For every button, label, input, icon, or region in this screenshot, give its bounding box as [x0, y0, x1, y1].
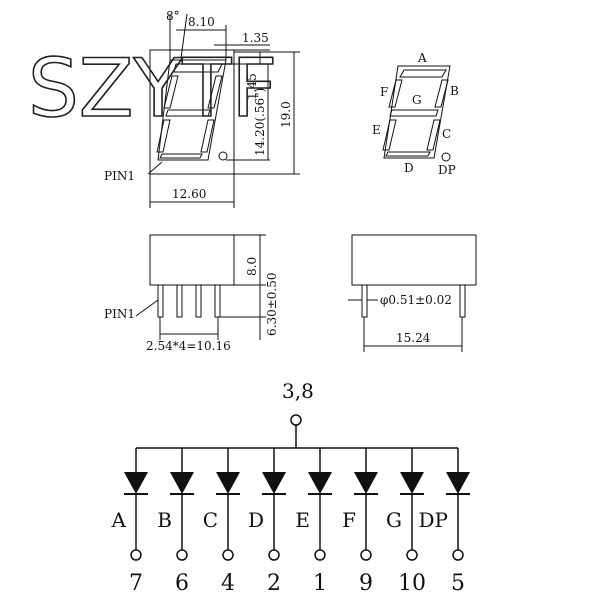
diode-branch-d: D2	[248, 448, 286, 596]
pin-number: 2	[267, 571, 281, 596]
diode-icon	[124, 472, 148, 494]
diode-branch-dp: DP 5	[419, 448, 470, 596]
end-pin-right	[459, 284, 466, 318]
side-height-label: 8.0	[245, 257, 259, 276]
segment-label: F	[342, 508, 356, 532]
segment-map-outline	[383, 65, 451, 159]
side-pin-length-label: 6.30±0.50	[265, 273, 279, 337]
seg-label-d: D	[404, 161, 414, 175]
segment-label: E	[295, 508, 310, 532]
digit-outline	[157, 59, 227, 161]
segment-label: A	[111, 508, 127, 532]
diode-branch-e: E1	[295, 448, 332, 596]
side-pin1-label: PIN1	[104, 307, 135, 321]
pin-terminal	[268, 549, 280, 561]
front-view-body	[149, 49, 235, 175]
segment-label: B	[157, 508, 172, 532]
pin-terminal	[360, 549, 372, 561]
seg-label-a: A	[417, 51, 427, 65]
segment-middle	[165, 109, 211, 117]
diode-icon	[262, 472, 286, 494]
segment-label: D	[248, 508, 264, 532]
pin-terminal	[406, 549, 418, 561]
side-view-body	[149, 234, 235, 286]
end-row-spacing-label: 15.24	[396, 331, 431, 345]
side-pin-3	[195, 284, 202, 318]
segment-label: G	[386, 508, 402, 532]
side-pin-2	[176, 284, 183, 318]
pin-number: 1	[313, 571, 327, 596]
end-view	[348, 234, 477, 352]
end-pin-diameter-label: φ0.51±0.02	[380, 293, 452, 307]
pin1-label: PIN1	[104, 169, 135, 183]
pin-number: 9	[359, 571, 373, 596]
pin-terminal	[314, 549, 326, 561]
segment-lower-left	[156, 119, 171, 153]
pin-terminal	[176, 549, 188, 561]
seg-label-b: B	[450, 84, 459, 98]
pin-number: 6	[175, 571, 189, 596]
schematic	[136, 414, 458, 449]
pin-terminal	[452, 549, 464, 561]
seg-label-f: F	[380, 85, 388, 99]
angle-label: 8°	[166, 9, 180, 23]
end-view-body	[351, 234, 477, 286]
side-pin-1	[157, 284, 164, 318]
side-pin-4	[214, 284, 221, 318]
segment-label: DP	[419, 508, 449, 532]
seg-label-g: G	[412, 93, 422, 107]
total-height-label: 19.0	[279, 101, 293, 128]
digit-offset-label: 1.45	[245, 73, 259, 100]
segment-top	[173, 63, 223, 73]
side-view	[135, 234, 266, 340]
segment-lower-right	[200, 119, 215, 153]
diode-branch-a: A7	[111, 448, 148, 596]
common-terminal	[290, 414, 302, 426]
diode-icon	[446, 472, 470, 494]
end-pin-left	[361, 284, 368, 318]
pin-number: 7	[129, 571, 143, 596]
diode-branch-c: C4	[203, 448, 240, 596]
diode-icon	[308, 472, 332, 494]
seg-label-c: C	[442, 127, 451, 141]
pin-number: 5	[451, 571, 465, 596]
segment-label: C	[203, 508, 218, 532]
segment-upper-left	[163, 75, 179, 109]
decimal-point	[218, 151, 228, 161]
side-pin-pitch-label: 2.54*4=10.16	[146, 339, 231, 353]
diode-icon	[354, 472, 378, 494]
seg-label-e: E	[372, 123, 381, 137]
seg-thickness-label: 1.35	[242, 31, 269, 45]
segment-map-dp	[441, 152, 451, 162]
front-view	[147, 13, 300, 208]
pin-terminal	[130, 549, 142, 561]
common-pins-label: 3,8	[282, 379, 314, 403]
segment-upper-right	[207, 75, 223, 109]
seg-label-dp: DP	[438, 163, 456, 177]
pin-terminal	[222, 549, 234, 561]
diode-icon	[170, 472, 194, 494]
diode-icon	[400, 472, 424, 494]
diode-branch-f: F9	[342, 448, 378, 596]
segment-map	[382, 65, 451, 162]
segment-bottom	[159, 153, 203, 159]
width-bottom-label: 12.60	[172, 187, 206, 201]
pin-number: 4	[221, 571, 235, 596]
diode-branch-b: B6	[157, 448, 194, 596]
digit-height-label: 14.20(.56")	[253, 88, 267, 156]
width-top-label: 8.10	[188, 15, 215, 29]
pin-number: 10	[398, 571, 426, 596]
diode-branch-g: G 10	[386, 448, 426, 596]
diode-icon	[216, 472, 240, 494]
watermark-logo: SZYTF	[28, 42, 277, 135]
